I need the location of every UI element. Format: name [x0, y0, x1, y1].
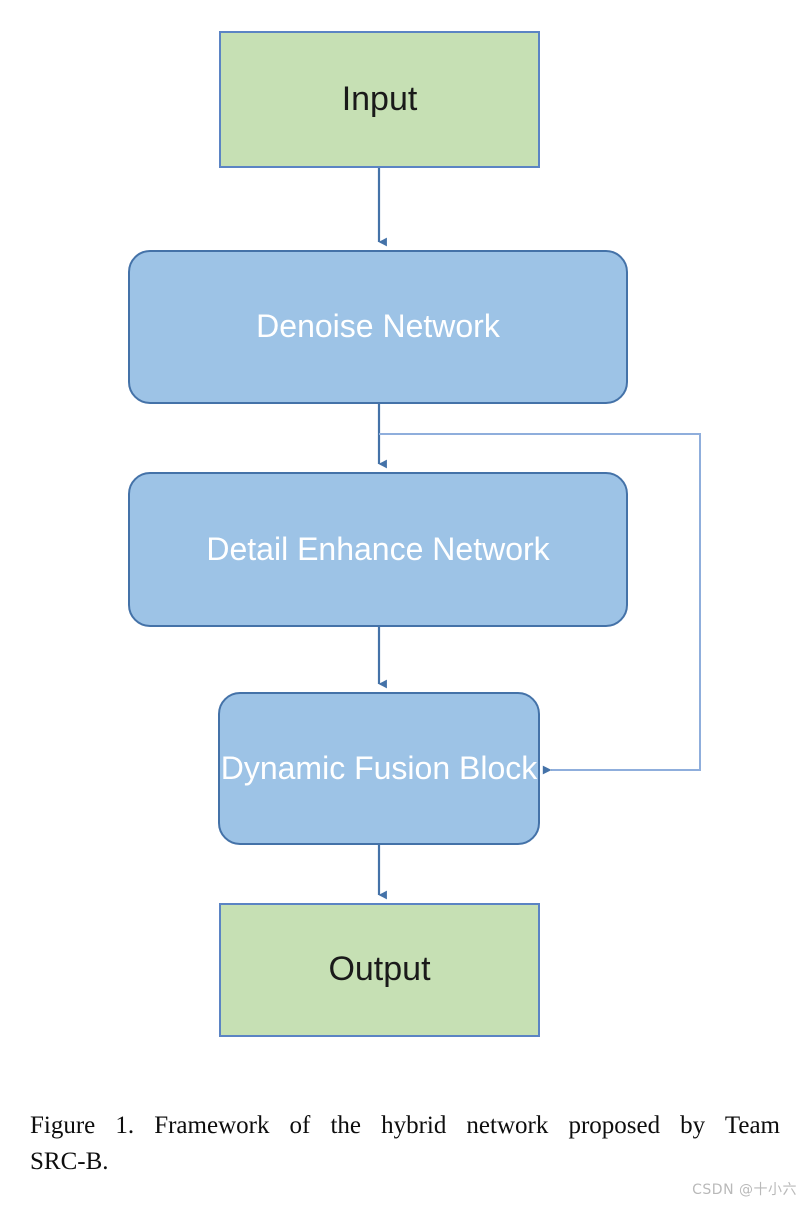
- node-detail-enhance-network-label: Detail Enhance Network: [206, 530, 550, 567]
- node-denoise-network-label: Denoise Network: [256, 308, 500, 345]
- node-input-label: Input: [341, 79, 418, 118]
- figure-caption-line-1: Figure 1. Framework of the hybrid networ…: [30, 1112, 780, 1139]
- node-output: Output: [219, 903, 540, 1037]
- figure-caption: Figure 1. Framework of the hybrid networ…: [30, 1108, 780, 1179]
- node-dynamic-fusion-block-label: Dynamic Fusion Block: [220, 749, 538, 786]
- node-denoise-network: Denoise Network: [128, 250, 628, 404]
- node-dynamic-fusion-block: Dynamic Fusion Block: [218, 692, 540, 845]
- node-detail-enhance-network: Detail Enhance Network: [128, 472, 628, 627]
- node-output-label: Output: [328, 950, 431, 989]
- figure-caption-line-2: SRC-B.: [30, 1147, 109, 1175]
- node-input: Input: [219, 31, 540, 168]
- csdn-watermark: CSDN @十小六: [692, 1182, 797, 1198]
- figure-diagram: Input Denoise Network Detail Enhance Net…: [128, 31, 701, 1037]
